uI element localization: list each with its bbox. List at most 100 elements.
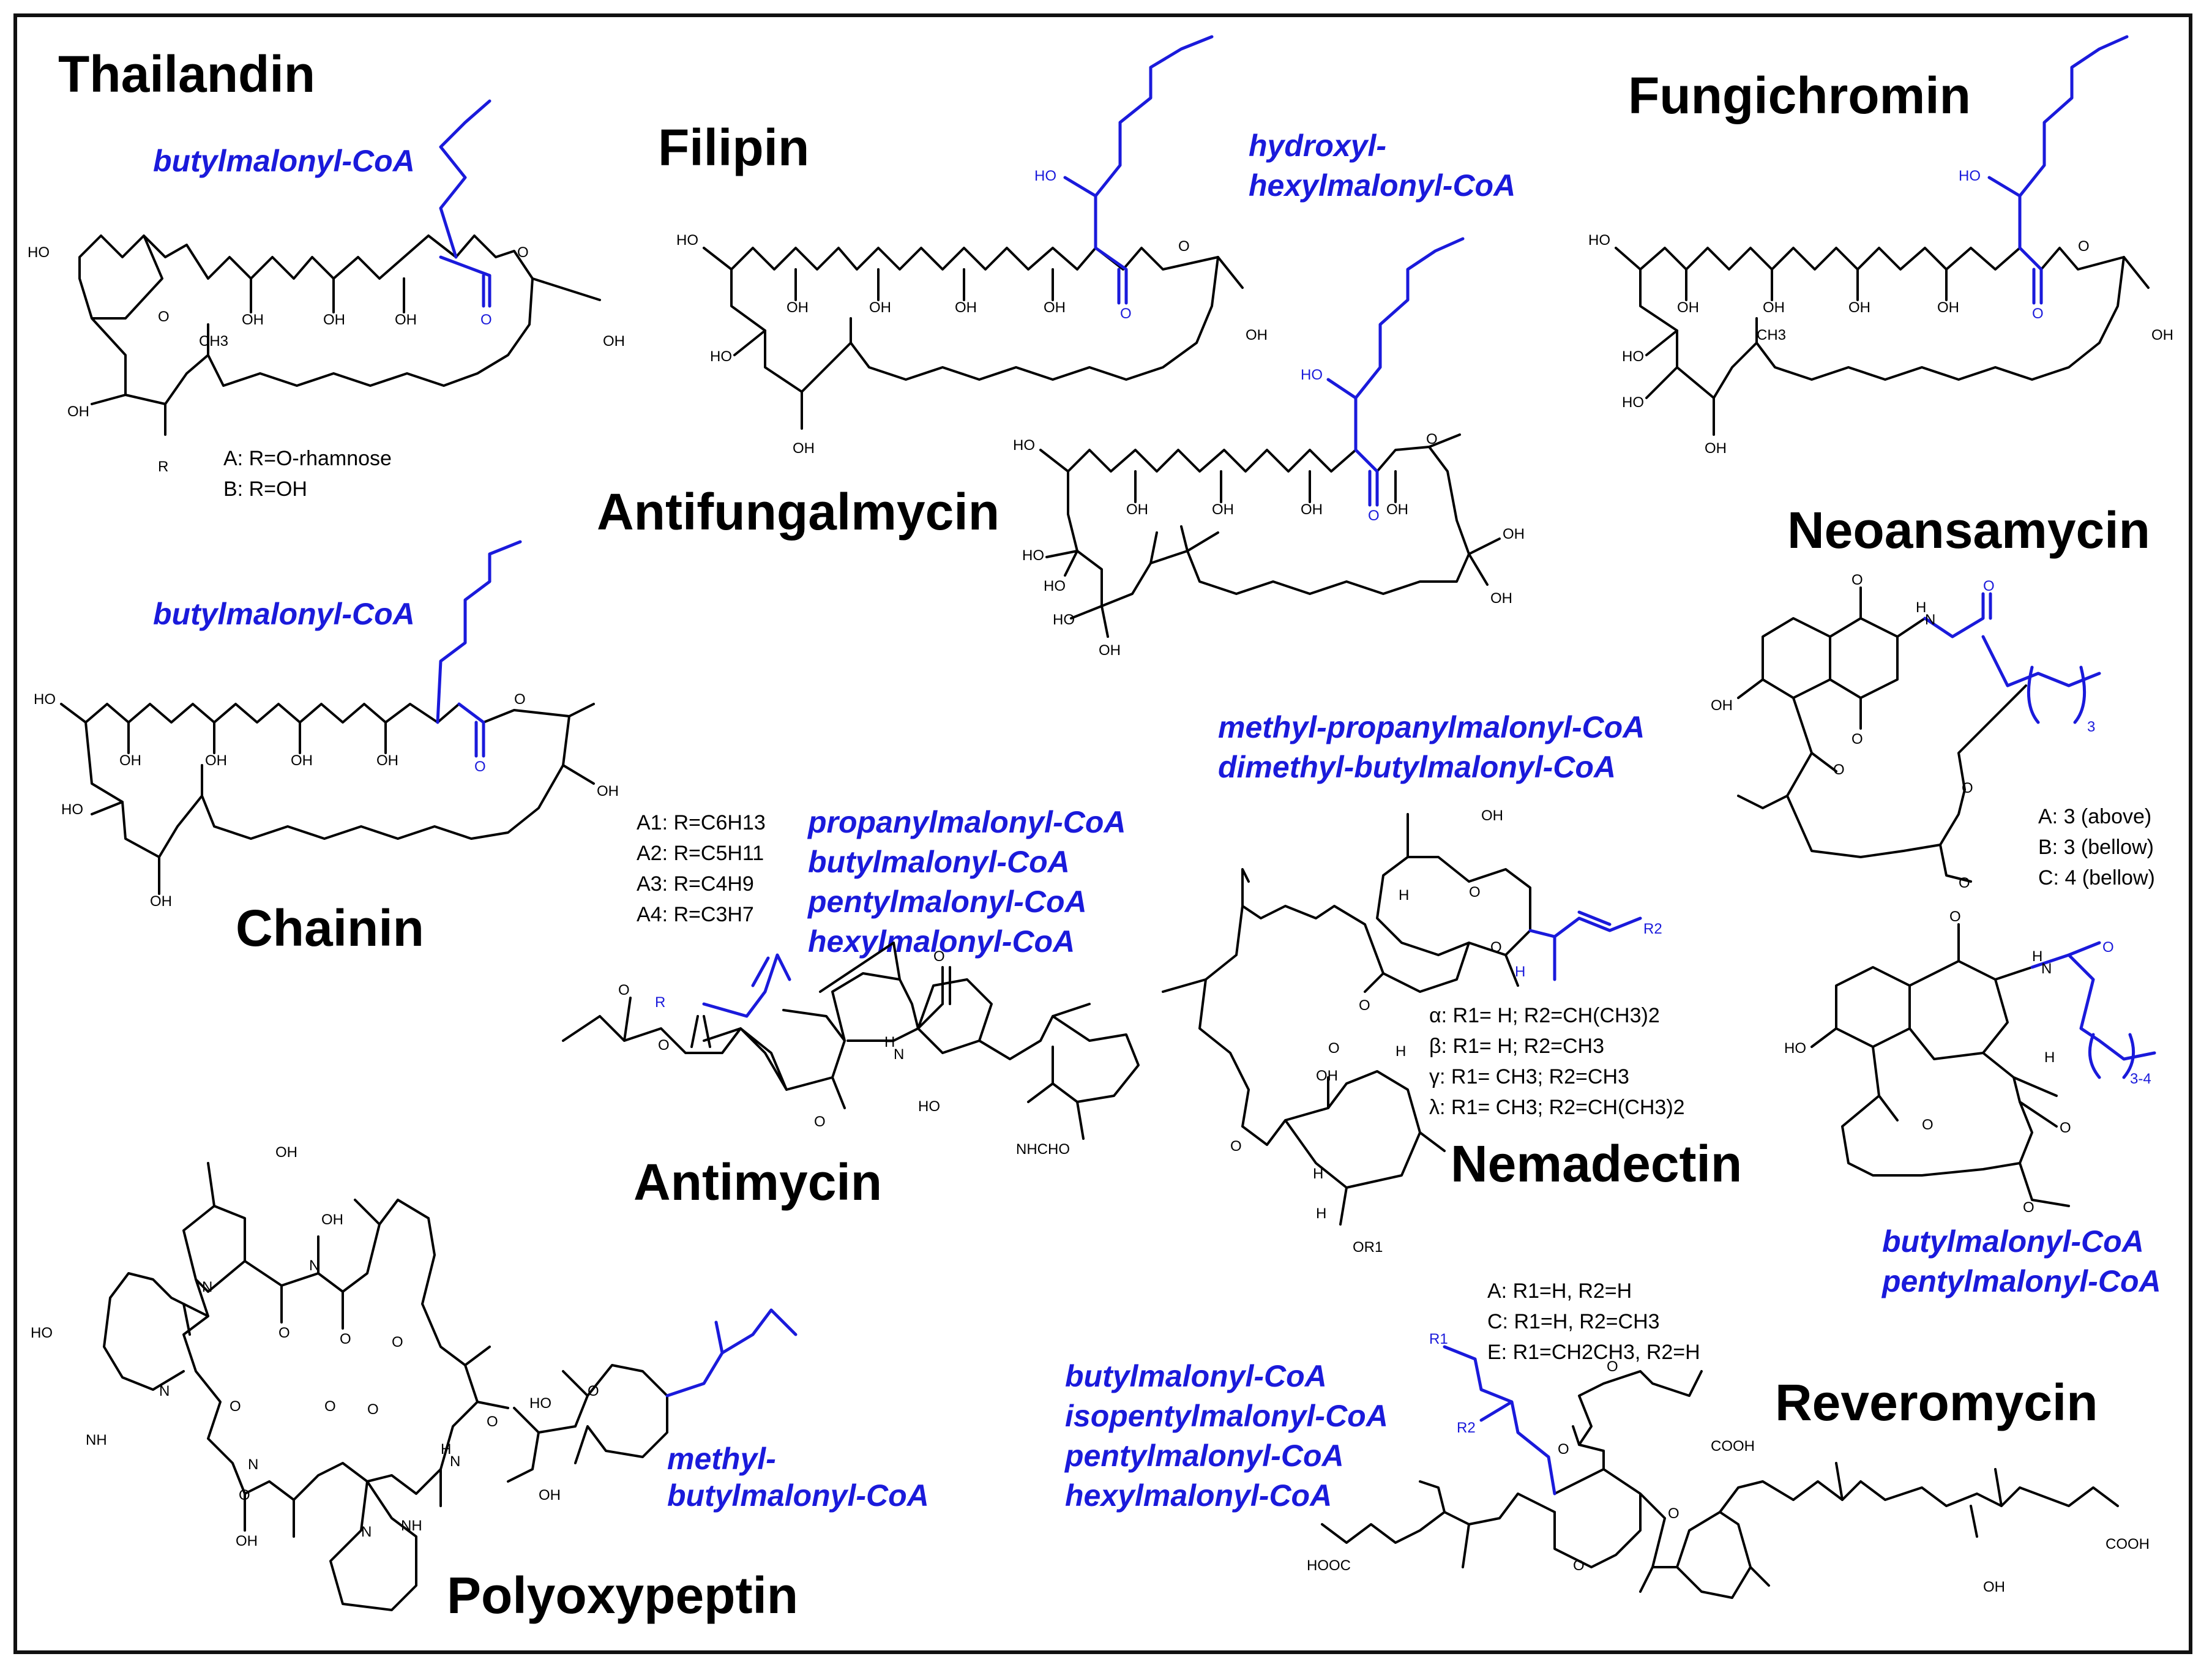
extender-chainin: butylmalonyl-CoA: [153, 597, 415, 631]
atom-ho: HO: [1588, 232, 1610, 249]
note-nemadectin-beta: β: R1= H; R2=CH3: [1429, 1035, 1604, 1058]
atom-oh: OH: [1316, 1068, 1338, 1084]
note-neoansamycin-a: A: 3 (above): [2038, 805, 2151, 828]
atom-oh: OH: [603, 333, 625, 350]
atom-ho: HO: [34, 691, 56, 708]
atom-o: O: [1983, 578, 1995, 594]
atom-o: O: [1368, 507, 1380, 524]
atom-h: H: [2044, 1049, 2055, 1066]
atom-oh: OH: [793, 440, 815, 457]
atom-oh: OH: [236, 1533, 258, 1549]
antimycin-salicylamide: [941, 966, 1140, 1140]
chainin-structure: Chainin butylmalonyl-CoA HO OH OH OH OH …: [34, 540, 619, 957]
extender-nemadectin-1: methyl-propanylmalonyl-CoA: [1218, 710, 1645, 744]
atom-ch3: CH3: [199, 333, 228, 350]
extender-polyoxypeptin-1: methyl-: [667, 1442, 776, 1476]
atom-o: O: [814, 1114, 826, 1130]
atom-ho: HO: [61, 801, 83, 818]
atom-o: O: [1668, 1505, 1680, 1522]
atom-n: N: [450, 1453, 460, 1470]
subscript-3: 3: [2087, 719, 2095, 735]
atom-oh: OH: [1212, 501, 1234, 518]
atom-oh: OH: [1711, 697, 1733, 714]
atom-oh: OH: [323, 312, 345, 328]
atom-o: O: [2032, 305, 2044, 322]
atom-ho: HO: [1013, 437, 1035, 454]
subscript-3-4: 3-4: [2130, 1071, 2151, 1087]
note-nemadectin-gamma: γ: R1= CH3; R2=CH3: [1429, 1065, 1629, 1088]
atom-ho: HO: [28, 244, 50, 261]
atom-n: N: [202, 1279, 212, 1295]
atom-ho: HO: [1053, 612, 1075, 628]
atom-oh: OH: [1099, 642, 1121, 659]
reveromycin-variable-branch: [1443, 1345, 1556, 1496]
atom-ho: HO: [710, 348, 732, 365]
atom-o: O: [588, 1383, 599, 1399]
atom-o: O: [1178, 238, 1190, 255]
atom-oh: OH: [597, 783, 619, 799]
atom-ho: HO: [1044, 578, 1066, 594]
atom-ho: HO: [1959, 168, 1981, 184]
atom-oh: OH: [291, 752, 313, 769]
thailandin-substituents: [91, 277, 601, 436]
atom-h: H: [884, 1034, 895, 1050]
fungichromin-hydroxyhexyl-branch: [1987, 35, 2129, 305]
atom-o: O: [517, 244, 529, 261]
extender-nemadectin-2: dimethyl-butylmalonyl-CoA: [1218, 750, 1616, 784]
note-antimycin-a4: A4: R=C3H7: [637, 903, 754, 926]
atom-cooh: COOH: [2106, 1536, 2150, 1552]
extender-polyoxypeptin-2: butylmalonyl-CoA: [667, 1478, 929, 1513]
atom-h: H: [2032, 948, 2042, 965]
extender-reveromycin-4: hexylmalonyl-CoA: [1065, 1478, 1332, 1513]
antimycin-dilactone: [562, 942, 993, 1109]
note-reveromycin-e: E: R1=CH2CH3, R2=H: [1487, 1341, 1700, 1364]
atom-or1: OR1: [1353, 1239, 1383, 1256]
atom-oh: OH: [67, 403, 89, 420]
neoansamycin-bracket: [2027, 665, 2087, 724]
filipin-macrocycle: [703, 247, 1219, 393]
title-polyoxypeptin: Polyoxypeptin: [447, 1567, 798, 1624]
neoansamycin-variant-branch: [2030, 941, 2156, 1061]
atom-o: O: [1230, 1138, 1242, 1155]
atom-ho: HO: [1034, 168, 1056, 184]
atom-o: O: [933, 948, 945, 965]
title-fungichromin: Fungichromin: [1628, 67, 1971, 124]
atom-oh: OH: [275, 1144, 297, 1161]
note-thailandin-a: A: R=O-rhamnose: [223, 447, 392, 470]
atom-o: O: [324, 1398, 336, 1415]
extender-antimycin-4: hexylmalonyl-CoA: [808, 924, 1075, 959]
atom-oh: OH: [205, 752, 227, 769]
atom-o: O: [2102, 939, 2114, 956]
atom-oh: OH: [1301, 501, 1323, 518]
atom-o: O: [1426, 431, 1438, 447]
atom-ho: HO: [1622, 394, 1644, 411]
note-nemadectin-alpha: α: R1= H; R2=CH(CH3)2: [1429, 1004, 1660, 1027]
neoansamycin-naphthoquinone: [1737, 586, 2027, 883]
atom-ho: HO: [918, 1098, 940, 1115]
nemadectin-structure: Nemadectin methyl-propanylmalonyl-CoA di…: [1162, 710, 1742, 1256]
atom-o: O: [1490, 939, 1502, 956]
neoansamycin-variant-ring: [1810, 923, 2070, 1207]
atom-o: O: [340, 1331, 351, 1347]
neoansamycin-structure: Neoansamycin O O H N O 3 OH O O O A: 3 (…: [1711, 501, 2155, 891]
title-antimycin: Antimycin: [633, 1153, 882, 1211]
nemadectin-side-chain: [1528, 910, 1642, 981]
extender-neoansamycin-1: butylmalonyl-CoA: [1882, 1224, 2144, 1259]
atom-n: N: [361, 1524, 372, 1540]
atom-o: O: [230, 1398, 241, 1415]
atom-oh: OH: [1848, 299, 1870, 316]
atom-oh: OH: [955, 299, 977, 316]
thailandin-butyl-branch: [439, 99, 491, 308]
atom-oh: OH: [1044, 299, 1066, 316]
atom-oh: OH: [1386, 501, 1408, 518]
atom-n: N: [248, 1456, 258, 1473]
atom-o: O: [1607, 1358, 1618, 1375]
atom-oh: OH: [119, 752, 141, 769]
atom-o: O: [1469, 884, 1481, 901]
atom-oh: OH: [1705, 440, 1727, 457]
atom-o: O: [367, 1401, 379, 1418]
neoansamycin-alkyl-branch: [1923, 592, 2101, 687]
title-thailandin: Thailandin: [58, 45, 315, 103]
atom-h: H: [1399, 887, 1409, 904]
extender-filipin-2: hexylmalonyl-CoA: [1249, 168, 1515, 203]
